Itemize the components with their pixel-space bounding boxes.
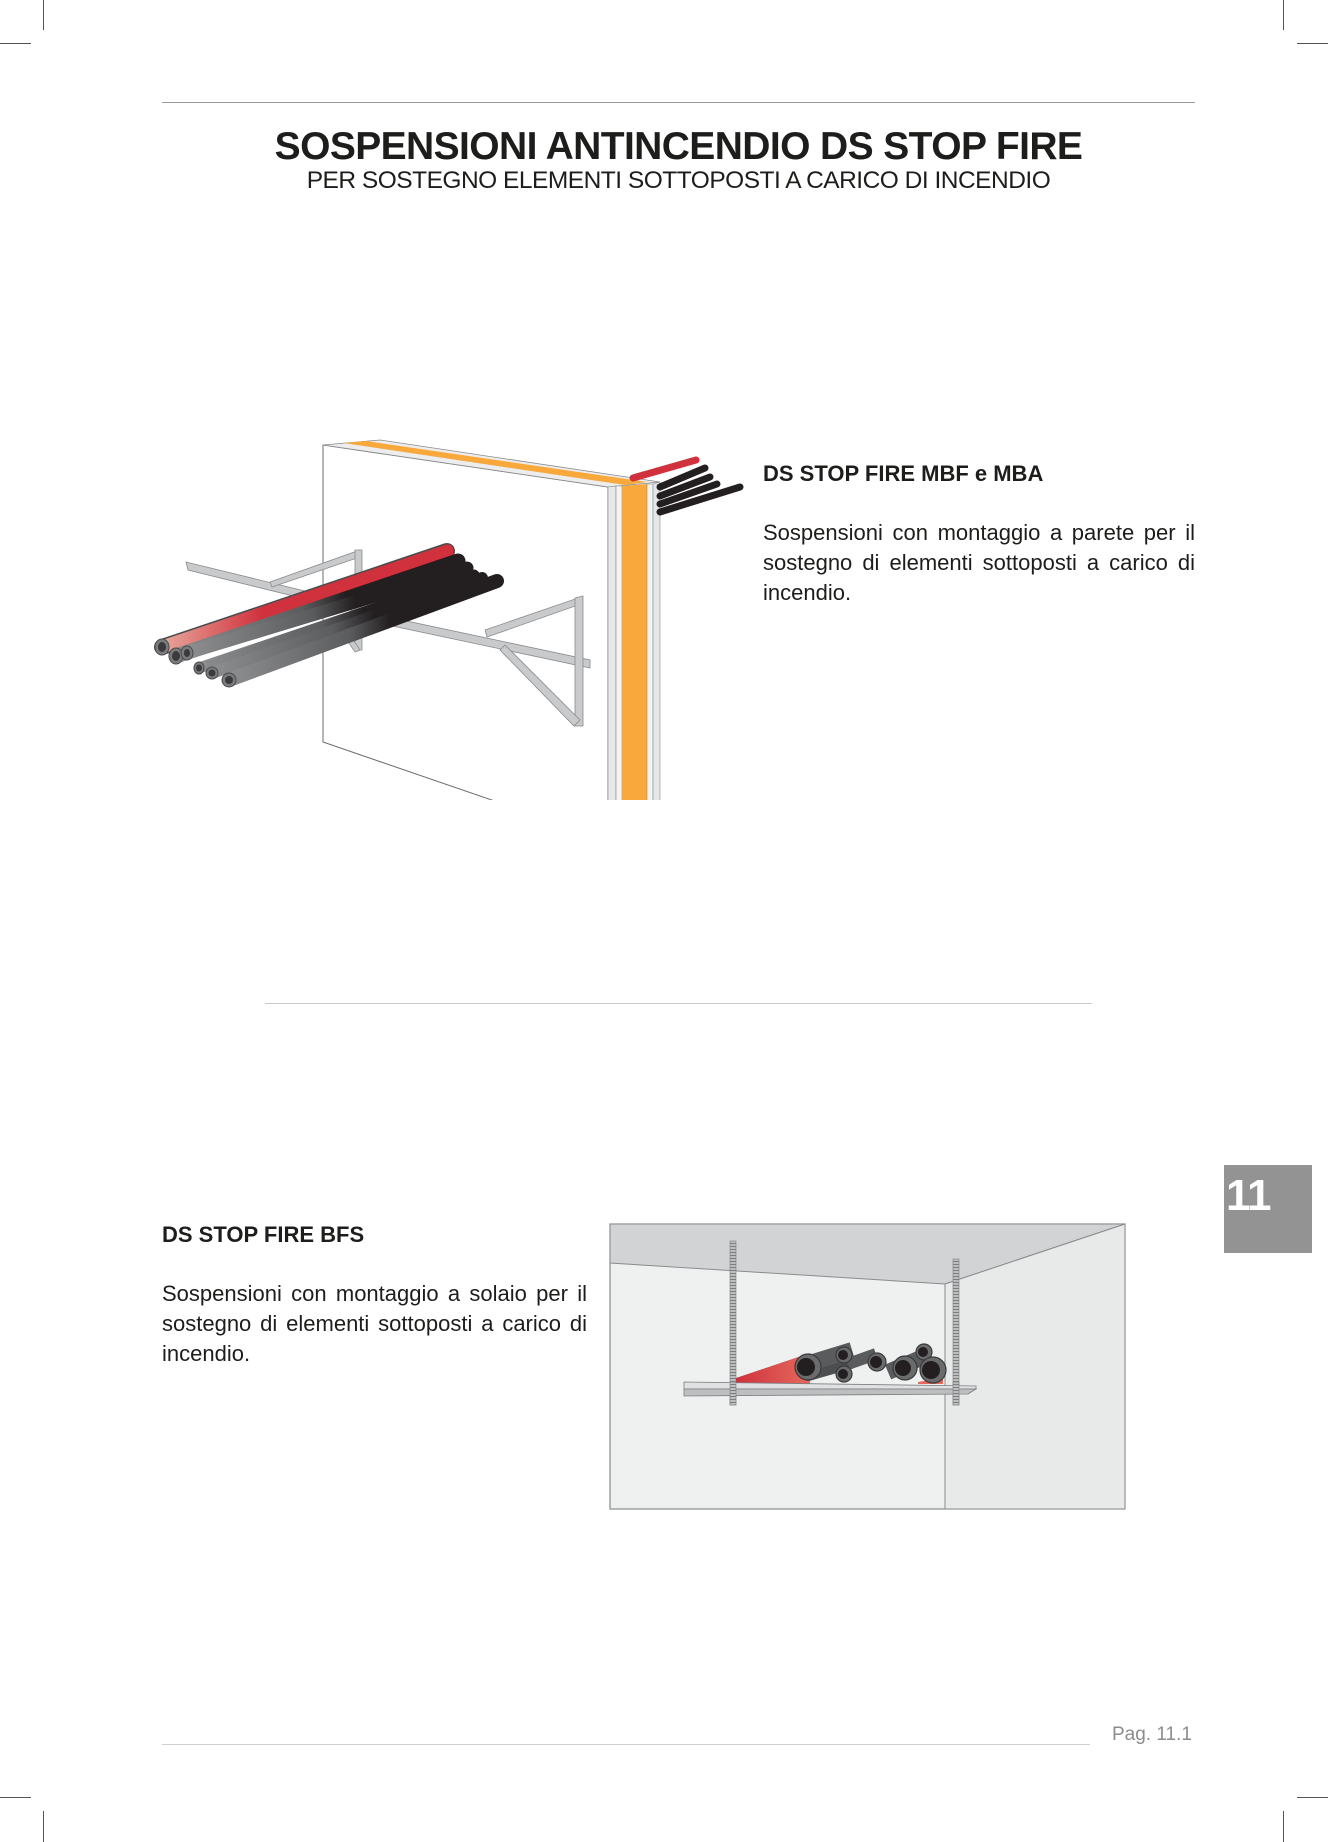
section-bfs-body: Sospensioni con montaggio a solaio per i… bbox=[162, 1281, 587, 1366]
section-bfs-heading: DS STOP FIRE BFS bbox=[162, 1222, 365, 1247]
crop-mark-bl-v bbox=[43, 1811, 44, 1842]
crop-mark-tr-h bbox=[1297, 43, 1328, 44]
crop-mark-tl-v bbox=[43, 0, 44, 30]
crop-mark-br-h bbox=[1297, 1797, 1328, 1798]
section-mbf-heading: DS STOP FIRE MBF e MBA bbox=[763, 461, 1044, 486]
crop-mark-tl-h bbox=[0, 43, 31, 44]
section-divider bbox=[265, 1003, 1092, 1004]
page-title: SOSPENSIONI ANTINCENDIO DS STOP FIRE bbox=[274, 125, 1083, 168]
chapter-tab[interactable]: 11 bbox=[1224, 1165, 1312, 1253]
page-subtitle: PER SOSTEGNO ELEMENTI SOTTOPOSTI A CARIC… bbox=[306, 167, 1051, 194]
crop-mark-bl-h bbox=[0, 1797, 31, 1798]
chapter-tab-label: 11 bbox=[1226, 1171, 1272, 1220]
page-number: Pag. 11.1 bbox=[1112, 1724, 1192, 1745]
header-rule bbox=[162, 102, 1195, 103]
wall-bracket-illustration bbox=[154, 439, 744, 800]
section-mbf-body: Sospensioni con montaggio a parete per i… bbox=[763, 520, 1195, 605]
crop-mark-tr-v bbox=[1283, 0, 1284, 30]
footer-rule bbox=[162, 1744, 1090, 1745]
ceiling-hanger-illustration bbox=[609, 1223, 1126, 1510]
crop-mark-br-v bbox=[1283, 1811, 1284, 1842]
